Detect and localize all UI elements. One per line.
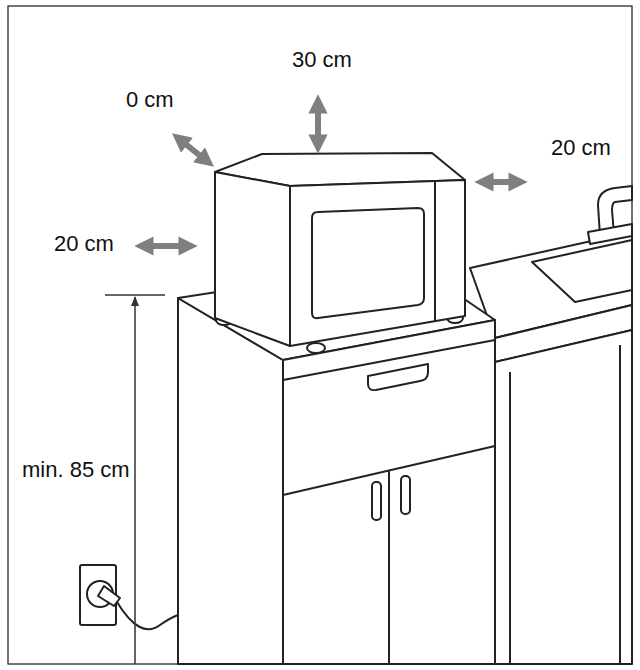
dimension-label: 20 cm	[549, 135, 613, 161]
dimension-label: min. 85 cm	[20, 457, 132, 483]
dimension-label: 0 cm	[124, 87, 176, 113]
dimension-label: 30 cm	[290, 47, 354, 73]
dimension-label: 20 cm	[52, 231, 116, 257]
